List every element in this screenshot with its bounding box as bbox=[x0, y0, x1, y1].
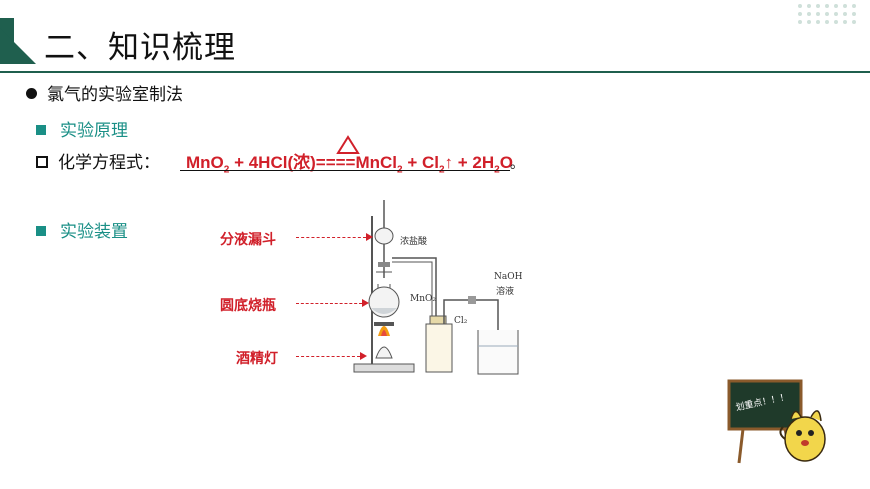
decor-dot bbox=[852, 20, 856, 24]
slide-title: 二、知识梳理 bbox=[44, 30, 236, 66]
label-cl2: Cl₂ bbox=[454, 316, 468, 326]
eq-part-3: + Cl bbox=[402, 153, 439, 172]
chemical-equation: MnO2 + 4HCl(浓)====MnCl2 + Cl2↑ + 2H2O bbox=[186, 148, 513, 175]
callout-flask-line bbox=[296, 303, 362, 304]
label-mno2: MnO₂ bbox=[410, 294, 436, 304]
eq-part-1: MnO bbox=[186, 153, 224, 172]
decor-dot bbox=[843, 4, 847, 8]
header-accent-triangle bbox=[0, 28, 36, 64]
decor-dot bbox=[816, 4, 820, 8]
mascot-drawing bbox=[725, 377, 831, 467]
eq-sub-4: 2 bbox=[494, 164, 500, 175]
label-solution: 溶液 bbox=[496, 287, 515, 297]
bullet-apparatus: 实验装置 bbox=[36, 217, 128, 242]
decor-dot bbox=[798, 4, 802, 8]
decor-dot bbox=[798, 20, 802, 24]
label-naoh: NaOH bbox=[494, 272, 523, 282]
decor-dot bbox=[807, 4, 811, 8]
decor-dot bbox=[843, 20, 847, 24]
eq-part-4: ↑ + 2H bbox=[444, 153, 495, 172]
decor-dot bbox=[798, 12, 802, 16]
bullet-main: 氯气的实验室制法 bbox=[26, 80, 183, 105]
decor-dot bbox=[834, 12, 838, 16]
decor-dot bbox=[852, 4, 856, 8]
bullet-main-text: 氯气的实验室制法 bbox=[47, 85, 183, 105]
bullet-equation: 化学方程式： bbox=[36, 148, 160, 173]
callout-lamp-line bbox=[296, 356, 360, 357]
callout-funnel-arrow-icon bbox=[366, 233, 373, 241]
label-conc-hcl: 浓盐酸 bbox=[400, 237, 428, 247]
decor-dot bbox=[807, 20, 811, 24]
eq-sub-3: 2 bbox=[439, 164, 445, 175]
callout-flask: 圆底烧瓶 bbox=[220, 298, 276, 314]
decor-dot bbox=[825, 4, 829, 8]
equation-label: 化学方程式： bbox=[58, 153, 160, 173]
decor-dot bbox=[816, 20, 820, 24]
eq-part-2: + 4HCl(浓)====MnCl bbox=[229, 153, 398, 172]
eq-part-5: O bbox=[499, 153, 513, 172]
dot-grid-decoration bbox=[798, 4, 864, 26]
heating-triangle-icon bbox=[336, 135, 360, 154]
decor-dot bbox=[843, 12, 847, 16]
checkbox-square-icon bbox=[36, 156, 48, 168]
eq-sub-2: 2 bbox=[397, 164, 403, 175]
apparatus-drawing bbox=[353, 200, 519, 375]
decor-dot bbox=[825, 12, 829, 16]
decor-dot bbox=[825, 20, 829, 24]
callout-lamp: 酒精灯 bbox=[236, 351, 278, 367]
mascot-illustration: 划重点！！！ bbox=[725, 377, 831, 467]
decor-dot bbox=[852, 12, 856, 16]
decor-dot bbox=[807, 12, 811, 16]
callout-lamp-arrow-icon bbox=[360, 352, 367, 360]
callout-funnel-line bbox=[296, 237, 366, 238]
equation-period: 。 bbox=[510, 156, 524, 172]
square-bullet-icon bbox=[36, 125, 46, 135]
callout-flask-arrow-icon bbox=[362, 299, 369, 307]
bullet-principle: 实验原理 bbox=[36, 116, 128, 141]
square-bullet-icon bbox=[36, 226, 46, 236]
decor-dot bbox=[834, 4, 838, 8]
header: 二、知识梳理 bbox=[0, 0, 870, 73]
equation-underline bbox=[180, 170, 510, 171]
decor-dot bbox=[816, 12, 820, 16]
apparatus-text: 实验装置 bbox=[60, 222, 128, 242]
decor-dot bbox=[834, 20, 838, 24]
header-divider bbox=[0, 71, 870, 73]
callout-funnel: 分液漏斗 bbox=[220, 232, 276, 248]
apparatus-diagram: 浓盐酸 MnO₂ NaOH 溶液 Cl₂ bbox=[348, 196, 522, 378]
principle-text: 实验原理 bbox=[60, 121, 128, 141]
eq-sub-1: 2 bbox=[224, 164, 230, 175]
bullet-dot-icon bbox=[26, 88, 37, 99]
